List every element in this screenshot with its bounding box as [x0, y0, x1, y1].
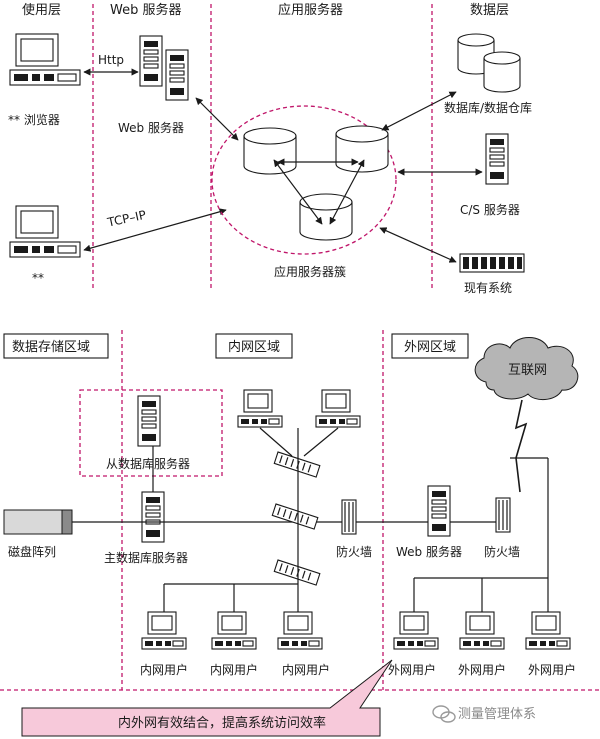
switch-icon-3	[273, 559, 321, 586]
app-cluster-label: 应用服务器簇	[274, 264, 346, 279]
cluster-legacy-link	[379, 227, 457, 263]
intranet-user-label-3: 内网用户	[282, 662, 330, 677]
zone-web-label: Web 服务器	[110, 2, 181, 18]
tcp-client-label: **	[32, 271, 44, 285]
intranet-user-label-1: 内网用户	[140, 662, 188, 677]
extranet-user-icon-1	[393, 611, 439, 650]
zone-extranet-label: 外网区域	[404, 340, 456, 355]
extranet-web-server-icon	[427, 485, 451, 537]
web-server-icon-2	[165, 49, 189, 101]
http-label: Http	[98, 53, 124, 67]
extranet-user-label-2: 外网用户	[458, 662, 506, 677]
firewall-outer-icon	[495, 497, 511, 533]
database-icon-2	[483, 51, 521, 93]
legacy-system-icon	[459, 253, 525, 273]
intranet-user-icon-1	[141, 611, 187, 650]
zone-storage-label: 数据存储区域	[12, 340, 90, 355]
app-cluster-boundary	[211, 105, 397, 255]
tcp-client-icon	[9, 205, 81, 258]
slave-db-boundary	[79, 389, 223, 477]
intranet-user-icon-2	[211, 611, 257, 650]
cs-server-label: C/S 服务器	[460, 202, 520, 217]
intranet-pc-icon-2	[315, 389, 361, 428]
internet-label: 互联网	[508, 363, 547, 378]
intranet-pc-icon-1	[237, 389, 283, 428]
master-db-label: 主数据库服务器	[104, 550, 188, 565]
bottom-panel: 数据存储区域 内网区域 外网区域 互联网 从数据库服务器 主数据库服务器 磁盘阵…	[0, 330, 600, 737]
disk-array-icon	[3, 509, 73, 535]
watermark-text: 测量管理体系	[458, 707, 536, 722]
web-cluster-link	[195, 97, 239, 141]
zone-extranet-box	[391, 333, 469, 359]
firewall-inner-label: 防火墙	[336, 544, 372, 559]
slave-db-label: 从数据库服务器	[106, 456, 190, 471]
internet-cloud-icon	[474, 337, 579, 400]
tcpip-label: TCP–IP	[105, 208, 147, 230]
wechat-icon	[432, 705, 456, 723]
callout-text: 内外网有效结合，提高系统访问效率	[118, 715, 326, 731]
browser-client-label: ** 浏览器	[8, 112, 60, 127]
slave-db-server-icon	[137, 395, 161, 447]
app-server-cylinder-1	[243, 127, 297, 175]
app-server-cylinder-3	[299, 193, 353, 241]
intranet-top-link-2	[303, 427, 339, 457]
firewall-inner-icon	[341, 499, 357, 535]
zone-data-label: 数据层	[470, 3, 509, 18]
zone-storage-box	[3, 333, 109, 359]
intranet-user-icon-3	[277, 611, 323, 650]
callout-bubble	[21, 659, 393, 737]
master-db-server-icon	[141, 491, 165, 543]
database-label: 数据库/数据仓库	[444, 100, 532, 115]
extranet-user-icon-2	[459, 611, 505, 650]
disk-array-label: 磁盘阵列	[8, 544, 56, 559]
firewall-outer-label: 防火墙	[484, 544, 520, 559]
web-server-icon-1	[139, 35, 163, 87]
zone-intranet-label: 内网区域	[228, 339, 280, 355]
web-server-label: Web 服务器	[118, 120, 184, 135]
cluster-link-2	[273, 159, 323, 225]
zone-app-label: 应用服务器	[278, 2, 343, 18]
cluster-link-3	[329, 159, 365, 225]
extranet-web-server-label: Web 服务器	[396, 544, 462, 559]
app-server-cylinder-2	[335, 125, 389, 173]
switch-icon-2	[271, 503, 319, 530]
top-panel: 使用层 Web 服务器 应用服务器 数据层 ** 浏览器 ** Web 服务器 …	[8, 2, 532, 295]
browser-client-icon	[9, 33, 81, 86]
zone-usage-label: 使用层	[22, 2, 61, 18]
extranet-user-icon-3	[525, 611, 571, 650]
cs-server-icon	[485, 133, 509, 185]
intranet-user-label-2: 内网用户	[210, 662, 258, 677]
cluster-db-link	[381, 91, 457, 131]
extranet-user-label-1: 外网用户	[388, 662, 436, 677]
zone-intranet-box	[215, 333, 293, 359]
intranet-top-link-1	[259, 427, 293, 457]
tcpip-link	[83, 208, 227, 252]
switch-icon-1	[273, 451, 321, 478]
internet-link	[514, 399, 528, 493]
extranet-user-label-3: 外网用户	[528, 662, 576, 677]
legacy-system-label: 现有系统	[464, 281, 512, 295]
database-icon-1	[457, 33, 495, 75]
